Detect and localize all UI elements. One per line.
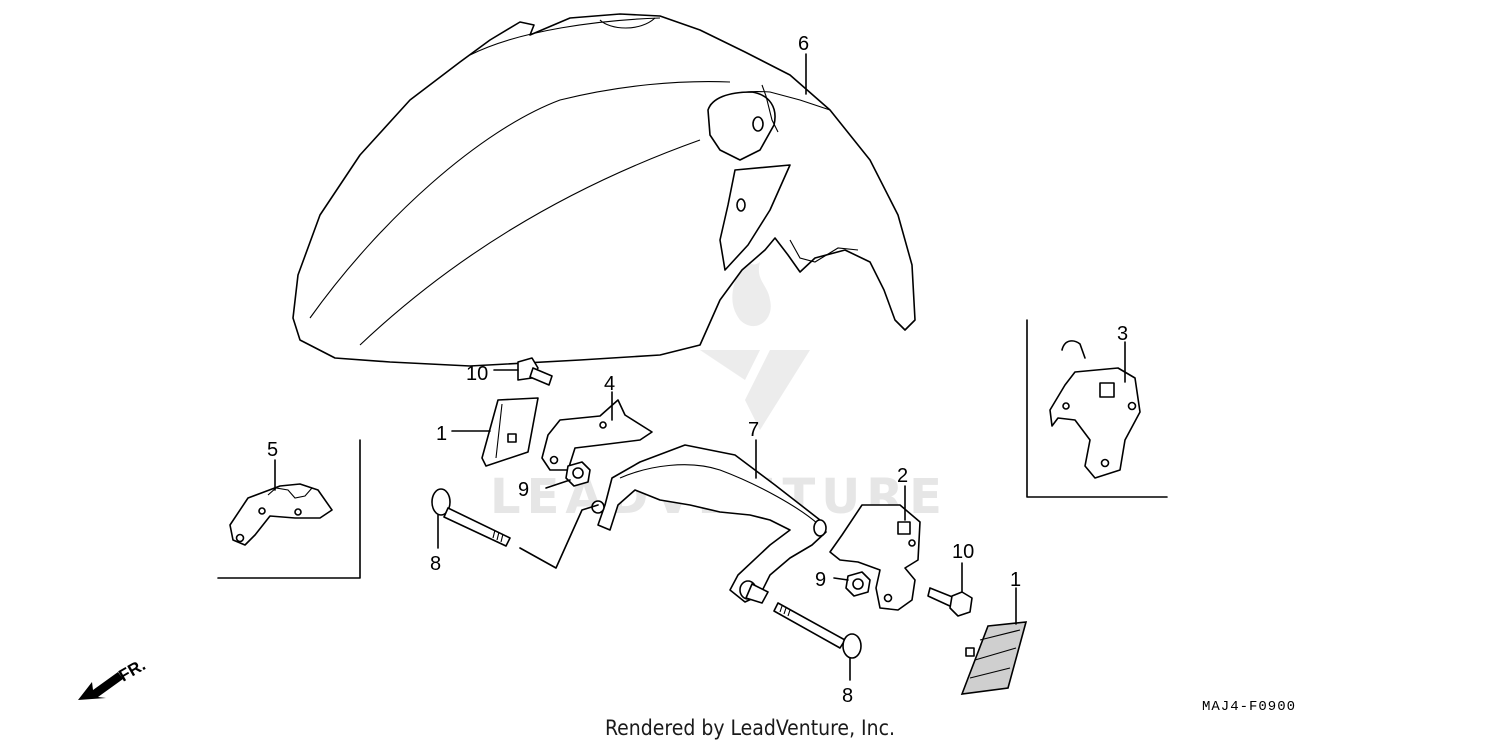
callout-2: 2 bbox=[897, 465, 908, 487]
callout-1-lower: 1 bbox=[1010, 569, 1021, 591]
footer-credit: Rendered by LeadVenture, Inc. bbox=[605, 716, 895, 740]
front-fender-part bbox=[292, 13, 916, 367]
bolt-8-lower bbox=[773, 602, 862, 681]
reflector-1-upper bbox=[451, 397, 539, 467]
callout-4: 4 bbox=[604, 373, 615, 395]
front-direction-arrow-icon bbox=[78, 672, 123, 700]
callout-10-lower: 10 bbox=[952, 541, 974, 563]
reflector-1-lower bbox=[960, 587, 1028, 695]
bolt-8-left bbox=[431, 488, 599, 569]
bracket-2 bbox=[829, 485, 921, 611]
nut-9-lower bbox=[833, 571, 871, 597]
fender-stay-7 bbox=[591, 439, 827, 604]
callout-6: 6 bbox=[798, 33, 809, 55]
bracket-4 bbox=[541, 391, 653, 471]
callout-5: 5 bbox=[267, 439, 278, 461]
callout-10-upper: 10 bbox=[466, 363, 488, 385]
bolt-10-upper bbox=[493, 357, 553, 386]
callout-8-lower: 8 bbox=[842, 685, 853, 707]
callout-3: 3 bbox=[1117, 323, 1128, 345]
box-bracket-3 bbox=[1026, 319, 1168, 498]
watermark-logo bbox=[700, 255, 810, 430]
bolt-10-lower bbox=[927, 562, 973, 617]
box-bracket-5 bbox=[217, 439, 361, 579]
callout-8-left: 8 bbox=[430, 553, 441, 575]
callout-1-upper: 1 bbox=[436, 423, 447, 445]
callout-7: 7 bbox=[748, 419, 759, 441]
nut-9-upper bbox=[545, 461, 591, 489]
diagram-code: MAJ4-F0900 bbox=[1202, 699, 1296, 715]
callout-9-lower: 9 bbox=[815, 569, 826, 591]
direction-label: FR. bbox=[116, 655, 149, 685]
callout-9-upper: 9 bbox=[518, 479, 529, 501]
